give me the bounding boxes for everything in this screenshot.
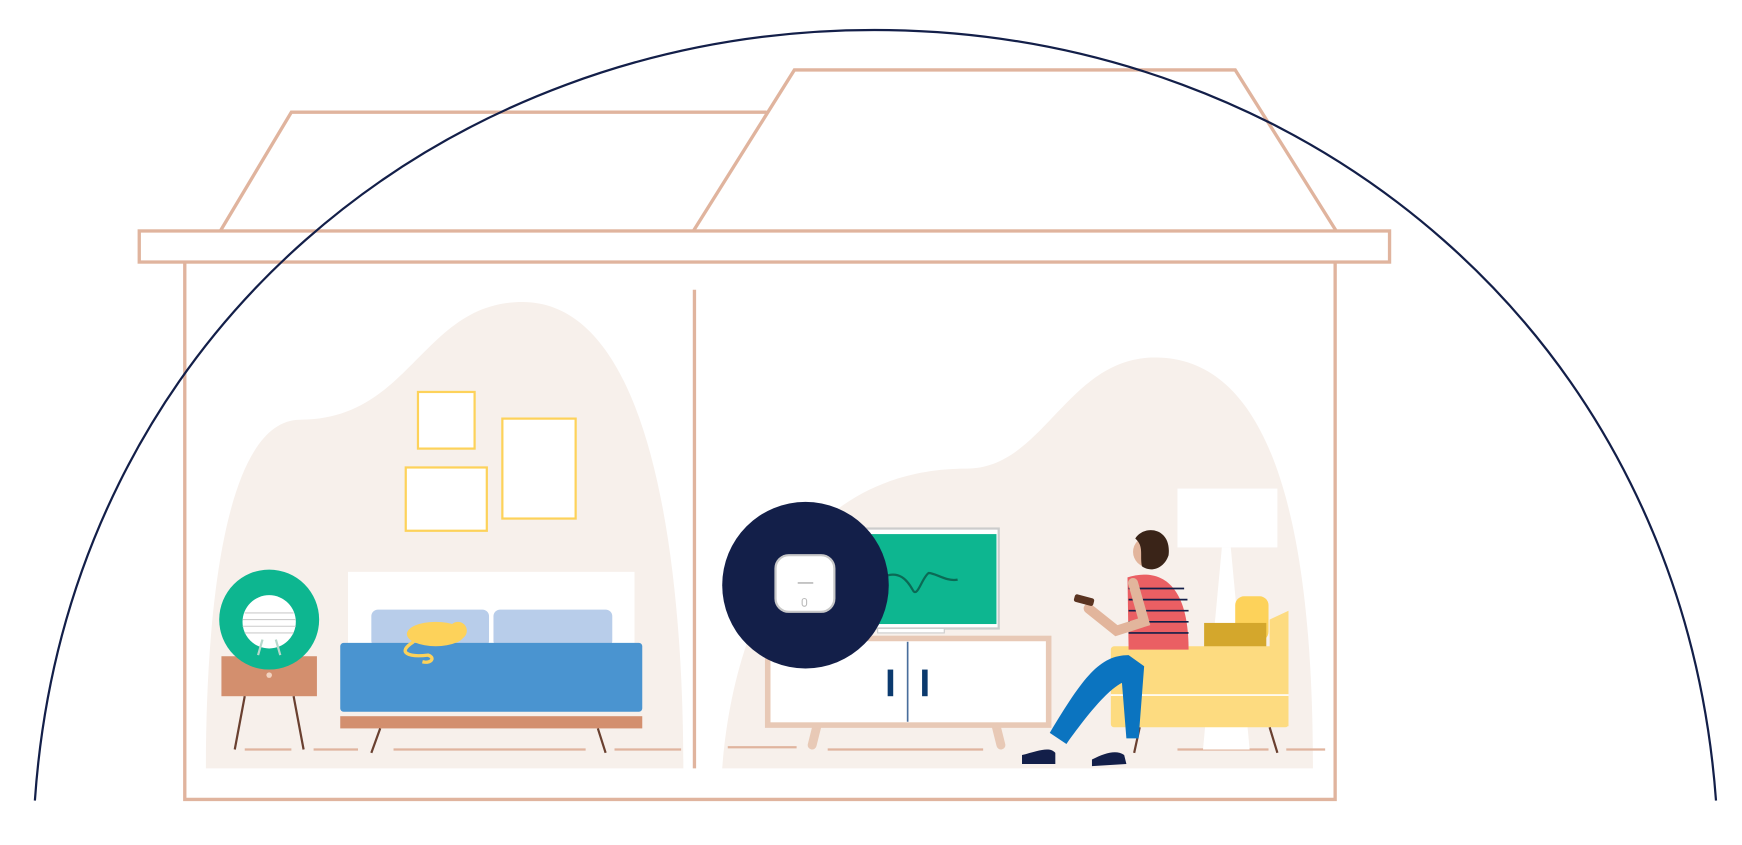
- armchair-icon: [1110, 596, 1289, 754]
- bed: [340, 571, 643, 754]
- cat-icon: [403, 621, 467, 664]
- air-purifier-icon: [219, 569, 320, 670]
- wifi-coverage-arc: [33, 28, 1718, 801]
- person-icon: [1022, 530, 1189, 767]
- picture-frames: [404, 390, 577, 532]
- house-outline: [137, 68, 1392, 802]
- wifi-access-point-icon: [722, 501, 889, 669]
